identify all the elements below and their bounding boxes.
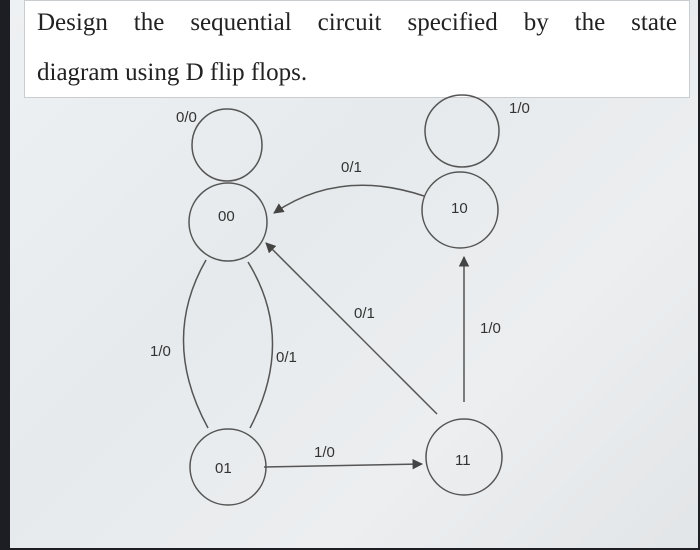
state-label: 01 (215, 460, 232, 477)
transition-label: 0/1 (341, 159, 362, 176)
transition-label: 0/0 (176, 109, 197, 126)
photo-screen: Design the sequential circuit specified … (10, 0, 698, 548)
state-diagram: 0/0 1/0 0/1 0/1 1/0 1/0 0/1 (150, 94, 530, 506)
question-line-1: Design the sequential circuit specified … (37, 9, 677, 36)
transition-11-to-10: 1/0 (458, 255, 501, 402)
transition-11-to-00: 0/1 (265, 242, 438, 415)
state-label: 10 (451, 200, 468, 217)
transition-label: 1/0 (150, 343, 171, 360)
transition-label: 0/1 (354, 305, 375, 322)
transition-00-self: 0/0 (176, 108, 263, 182)
transition-label: 1/0 (314, 444, 335, 461)
transition-10-self: 1/0 (424, 94, 530, 168)
transition-label: 1/0 (480, 320, 501, 337)
state-00: 00 (188, 182, 268, 262)
state-11: 11 (425, 418, 503, 496)
state-10: 10 (421, 171, 499, 249)
transition-01-to-00: 0/1 (247, 261, 297, 429)
transition-00-to-01: 1/0 (150, 259, 209, 429)
question-line-2: diagram using D flip flops. (37, 59, 308, 86)
question-box: Design the sequential circuit specified … (24, 0, 690, 98)
transition-01-to-11: 1/0 (263, 444, 424, 470)
state-01: 01 (189, 428, 267, 506)
state-label: 11 (455, 452, 471, 469)
transition-10-to-00: 0/1 (273, 159, 425, 214)
transition-label: 0/1 (276, 349, 297, 366)
transition-label: 1/0 (509, 100, 530, 117)
state-label: 00 (218, 208, 235, 225)
